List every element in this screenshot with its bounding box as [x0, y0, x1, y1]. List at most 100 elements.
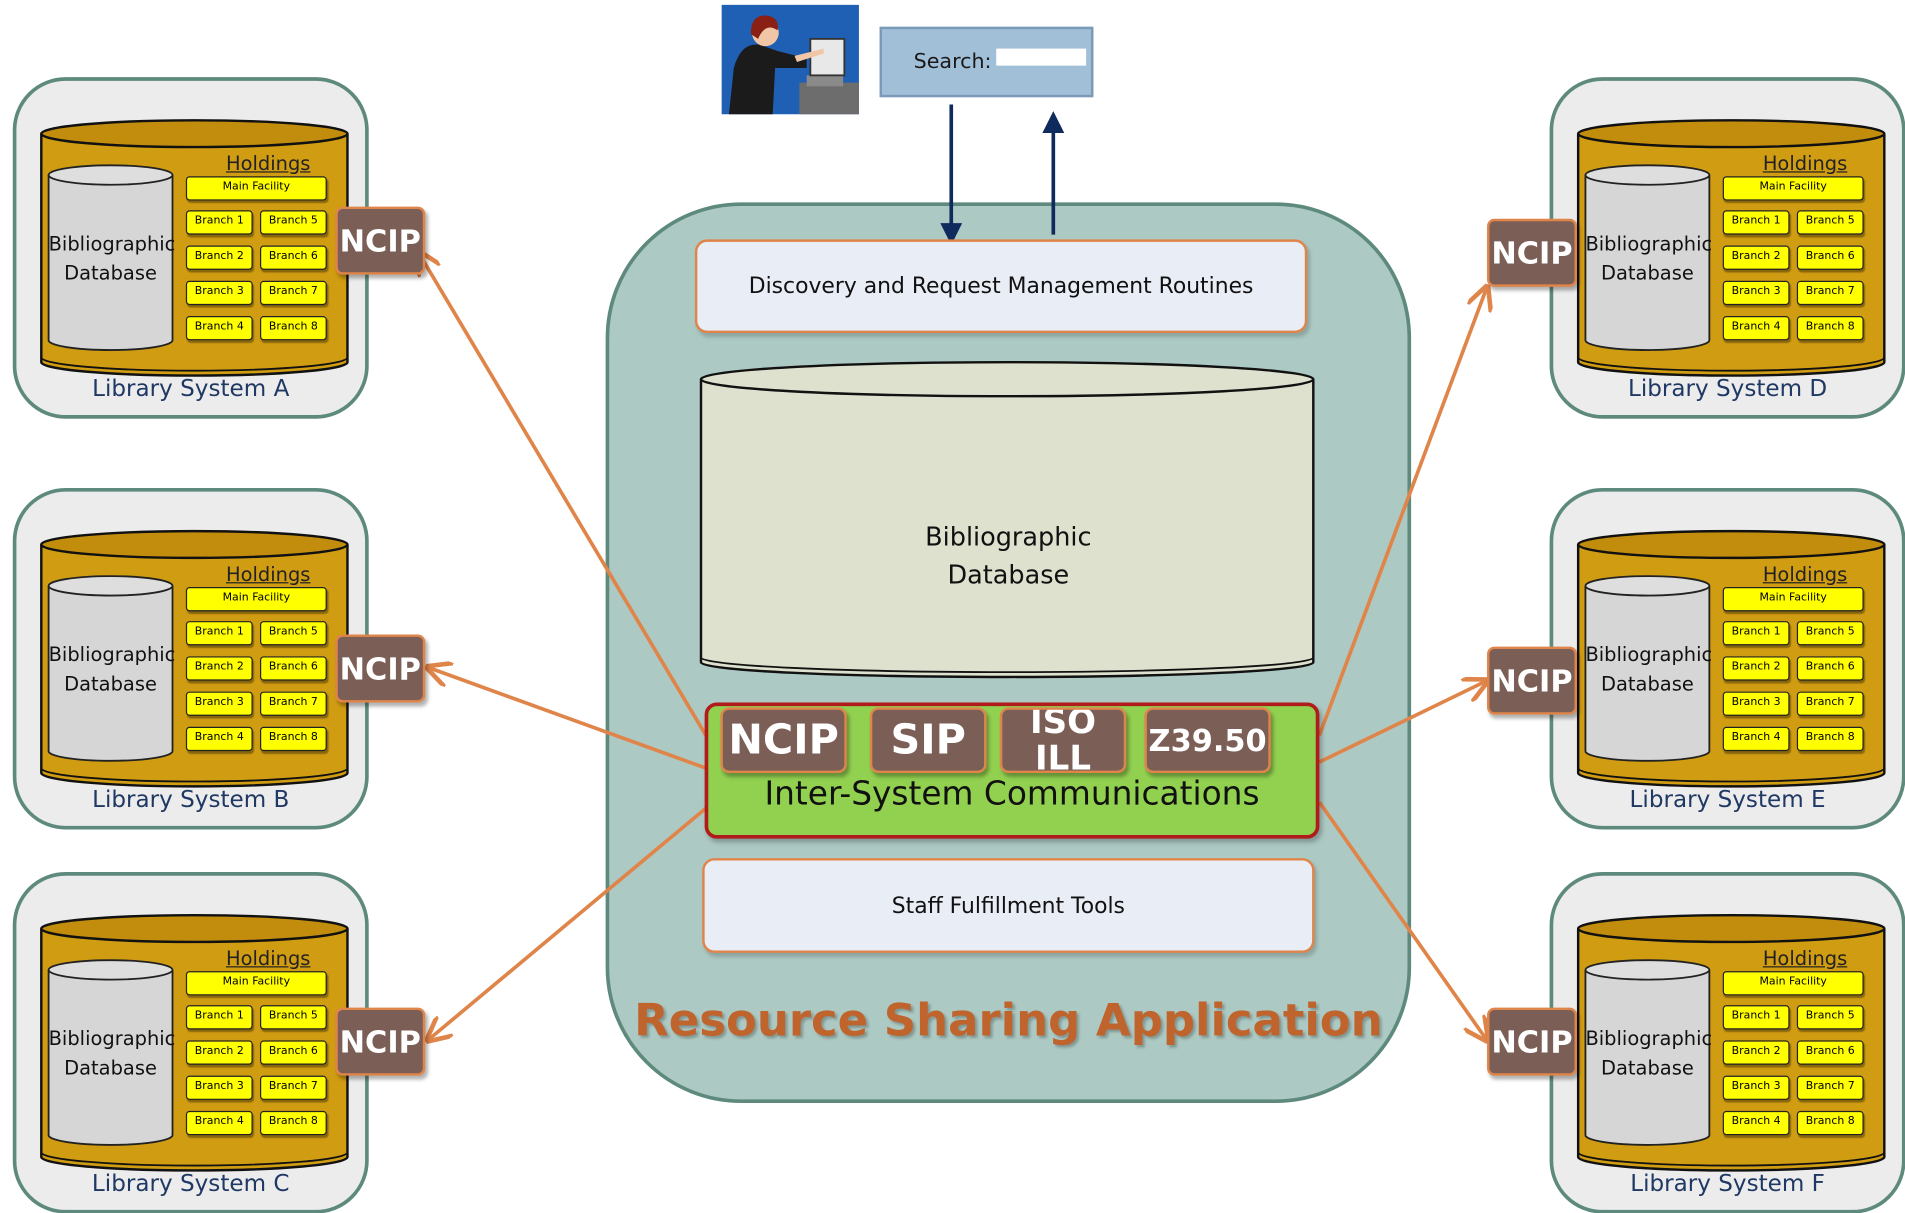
library-system-c-label: Library System C — [91, 1170, 290, 1198]
connector-system-e — [1318, 681, 1487, 764]
library-system-d-branch-7: Branch 7 — [1796, 280, 1864, 306]
library-system-d-branch-1: Branch 1 — [1722, 210, 1790, 235]
library-system-e-branch-8: Branch 8 — [1796, 726, 1864, 752]
library-system-f-holdings-label: Holdings — [1762, 946, 1848, 970]
library-system-f-branch-3: Branch 3 — [1722, 1075, 1790, 1100]
library-system-c-branch-4: Branch 4 — [185, 1110, 253, 1136]
library-system-b-branch-2: Branch 2 — [185, 656, 253, 681]
staff-tools-label: Staff Fulfillment Tools — [891, 892, 1125, 919]
library-system-e-branch-3: Branch 3 — [1722, 691, 1790, 716]
search-label: Search: — [913, 49, 992, 75]
library-system-f-branch-2: Branch 2 — [1722, 1040, 1790, 1065]
library-system-f-database-label: Bibliographic Database — [1585, 1027, 1713, 1080]
library-system-e-branch-2: Branch 2 — [1722, 656, 1790, 681]
library-system-d-branch-2: Branch 2 — [1722, 245, 1790, 270]
application-title: Resource Sharing Application — [634, 994, 1383, 1047]
user-at-computer-icon — [721, 4, 859, 115]
central-database-text: Bibliographic Database — [925, 522, 1092, 590]
library-system-c-branch-7: Branch 7 — [259, 1075, 327, 1100]
library-system-d-branch-3: Branch 3 — [1722, 280, 1790, 306]
library-system-b-branch-6: Branch 6 — [259, 656, 327, 681]
intersystem-communications-label: Inter-System Communications — [764, 775, 1260, 814]
library-system-d-label: Library System D — [1627, 375, 1828, 403]
library-system-a-branch-6: Branch 6 — [259, 245, 327, 270]
library-system-a-branch-3: Branch 3 — [185, 280, 253, 306]
library-system-c-branch-6: Branch 6 — [259, 1040, 327, 1065]
library-system-e-branch-4: Branch 4 — [1722, 726, 1790, 752]
protocol-z3950: Z39.50 — [1144, 707, 1271, 773]
library-system-f-database-cylinder — [1584, 969, 1711, 1146]
library-system-b-label: Library System B — [92, 786, 290, 814]
library-system-a-database-label: Bibliographic Database — [48, 232, 176, 285]
library-system-a-label: Library System A — [92, 375, 290, 403]
library-system-b-database-label: Bibliographic Database — [48, 642, 176, 696]
library-system-f-branch-5: Branch 5 — [1796, 1005, 1864, 1030]
library-system-e-branch-7: Branch 7 — [1796, 691, 1864, 716]
library-system-a-main-facility: Main Facility — [185, 176, 327, 201]
central-database-label: Bibliographic Database — [729, 481, 1288, 594]
library-system-e-main-facility: Main Facility — [1722, 587, 1864, 612]
library-system-c-main-facility: Main Facility — [185, 971, 327, 996]
library-system-e-label: Library System E — [1629, 786, 1826, 814]
library-system-b-branch-4: Branch 4 — [185, 726, 253, 752]
connector-system-c — [428, 806, 708, 1040]
search-input-box[interactable]: Search: — [879, 26, 1094, 98]
library-system-d-branch-5: Branch 5 — [1796, 210, 1864, 235]
library-system-e-branch-1: Branch 1 — [1722, 621, 1790, 646]
protocol-sip: SIP — [869, 707, 987, 773]
library-system-c-holdings-label: Holdings — [225, 946, 311, 970]
library-system-a-holdings-label: Holdings — [225, 151, 311, 176]
library-system-d-ncip-badge: NCIP — [1487, 218, 1577, 287]
library-system-f-branch-1: Branch 1 — [1722, 1005, 1790, 1030]
library-system-f-branch-8: Branch 8 — [1796, 1110, 1864, 1136]
library-system-c-database-cylinder — [47, 969, 174, 1146]
library-system-f-label: Library System F — [1630, 1170, 1825, 1198]
library-system-b-branch-8: Branch 8 — [259, 726, 327, 752]
library-system-d-main-facility: Main Facility — [1722, 176, 1864, 201]
library-system-a-database-cylinder — [47, 175, 174, 351]
connector-system-f — [1317, 801, 1487, 1040]
library-system-a-branch-1: Branch 1 — [185, 210, 253, 235]
central-database-cylinder — [699, 360, 1315, 679]
library-system-f-ncip-badge: NCIP — [1487, 1007, 1577, 1076]
library-system-b-branch-5: Branch 5 — [259, 621, 327, 646]
library-system-e-branch-6: Branch 6 — [1796, 656, 1864, 681]
library-system-d-branch-8: Branch 8 — [1796, 316, 1864, 341]
library-system-e-branch-5: Branch 5 — [1796, 621, 1864, 646]
library-system-b-main-facility: Main Facility — [185, 587, 327, 612]
discovery-panel: Discovery and Request Management Routine… — [694, 239, 1308, 334]
library-system-d-database-label: Bibliographic Database — [1585, 232, 1713, 285]
library-system-a-branch-5: Branch 5 — [259, 210, 327, 235]
library-system-c-branch-2: Branch 2 — [185, 1040, 253, 1065]
library-system-f-branch-4: Branch 4 — [1722, 1110, 1790, 1136]
library-system-c-ncip-badge: NCIP — [335, 1007, 426, 1076]
library-system-d-holdings-label: Holdings — [1762, 151, 1848, 176]
library-system-c-branch-8: Branch 8 — [259, 1110, 327, 1136]
library-system-a-branch-8: Branch 8 — [259, 316, 327, 341]
library-system-b-database-cylinder — [47, 585, 174, 762]
library-system-b-branch-3: Branch 3 — [185, 691, 253, 716]
library-system-e-database-cylinder — [1584, 585, 1711, 762]
protocol-iso-ill: ISO ILL — [999, 707, 1127, 773]
discovery-label: Discovery and Request Management Routine… — [748, 273, 1254, 299]
connector-system-b — [428, 667, 707, 770]
library-system-d-branch-6: Branch 6 — [1796, 245, 1864, 270]
library-system-b-holdings-label: Holdings — [225, 562, 311, 586]
library-system-f-branch-6: Branch 6 — [1796, 1040, 1864, 1065]
library-system-e-holdings-label: Holdings — [1762, 562, 1848, 586]
library-system-b-ncip-badge: NCIP — [335, 634, 426, 703]
library-system-f-main-facility: Main Facility — [1722, 971, 1864, 996]
connector-system-a — [418, 252, 708, 737]
library-system-a-branch-2: Branch 2 — [185, 245, 253, 270]
library-system-e-ncip-badge: NCIP — [1487, 646, 1577, 715]
library-system-b-branch-1: Branch 1 — [185, 621, 253, 646]
library-system-a-branch-4: Branch 4 — [185, 316, 253, 341]
search-field[interactable] — [996, 48, 1087, 66]
library-system-c-database-label: Bibliographic Database — [48, 1027, 176, 1080]
library-system-c-branch-1: Branch 1 — [185, 1005, 253, 1030]
library-system-d-branch-4: Branch 4 — [1722, 316, 1790, 341]
library-system-a-ncip-badge: NCIP — [335, 206, 426, 275]
library-system-e-database-label: Bibliographic Database — [1585, 642, 1713, 696]
library-system-a-branch-7: Branch 7 — [259, 280, 327, 306]
